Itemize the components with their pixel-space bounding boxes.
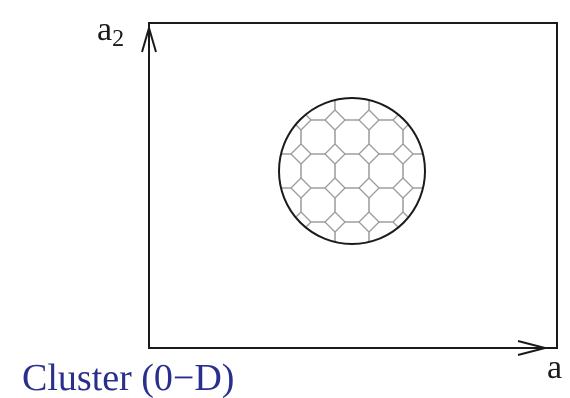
tiling-octagon bbox=[267, 290, 301, 324]
tiling-octagon bbox=[334, 119, 370, 155]
tiling-octagon bbox=[233, 188, 267, 222]
tiling-octagon bbox=[437, 188, 471, 222]
tiling-octagon bbox=[403, 290, 437, 324]
tiling-octagon bbox=[233, 290, 267, 324]
tiling-octagon bbox=[437, 222, 471, 256]
tiling-octagon bbox=[369, 256, 403, 290]
x-axis-arrow bbox=[149, 340, 549, 356]
tiling-octagon bbox=[233, 52, 267, 86]
tiling-octagon bbox=[300, 187, 336, 223]
tiling-octagon bbox=[267, 256, 301, 290]
tiling-octagon bbox=[334, 187, 370, 223]
axis-y-label-subscript: 2 bbox=[112, 26, 124, 52]
tiling-octagon bbox=[368, 221, 404, 244]
tiling-octagon bbox=[279, 221, 302, 244]
tiling-octagon bbox=[199, 154, 233, 188]
tiling-octagon bbox=[471, 188, 505, 222]
tiling-octagon bbox=[471, 222, 505, 256]
tiling-octagon bbox=[368, 153, 404, 189]
tiling-octagon bbox=[471, 120, 505, 154]
tiling-octagon bbox=[279, 153, 302, 189]
tiling-octagon bbox=[301, 52, 335, 86]
tiling-octagon bbox=[334, 153, 370, 189]
tiling-octagon bbox=[471, 86, 505, 120]
tiling-octagon bbox=[199, 52, 233, 86]
tiling-octagon bbox=[199, 86, 233, 120]
tiling-octagon bbox=[233, 256, 267, 290]
tiling-octagon bbox=[403, 52, 437, 86]
tiling-octagon bbox=[368, 119, 404, 155]
tiling-octagon bbox=[402, 153, 425, 189]
tiling-octagon bbox=[402, 187, 425, 223]
axis-x-label: a bbox=[547, 349, 562, 386]
tiling-octagon bbox=[368, 187, 404, 223]
tiling-octagon bbox=[199, 256, 233, 290]
tiling-octagon bbox=[233, 154, 267, 188]
y-axis-arrow bbox=[141, 24, 157, 348]
tiling-octagon bbox=[335, 52, 369, 86]
tiling-octagon bbox=[471, 52, 505, 86]
tiling-octagon bbox=[369, 52, 403, 86]
tiling-octagon bbox=[437, 154, 471, 188]
tiling-octagon bbox=[437, 256, 471, 290]
tiling-octagon bbox=[301, 256, 335, 290]
tiling-octagon bbox=[471, 154, 505, 188]
tiling-octagon bbox=[301, 290, 335, 324]
tiling-octagon bbox=[335, 290, 369, 324]
tiling-octagon bbox=[369, 290, 403, 324]
tiling-octagon bbox=[233, 222, 267, 256]
tiling-octagon bbox=[334, 221, 370, 244]
tiling-octagon bbox=[199, 120, 233, 154]
caption: Cluster (0−D) bbox=[22, 357, 234, 398]
tiling-octagon bbox=[403, 256, 437, 290]
tiling-octagon bbox=[233, 86, 267, 120]
tiling-octagon bbox=[300, 119, 336, 155]
tiling-octagon bbox=[437, 120, 471, 154]
tiling-octagon bbox=[437, 52, 471, 86]
tiling-octagon bbox=[471, 290, 505, 324]
tiling-octagon bbox=[471, 256, 505, 290]
tiling-octagon bbox=[335, 256, 369, 290]
tiling-octagon bbox=[267, 52, 301, 86]
tiling-octagon bbox=[279, 98, 302, 121]
tiling-octagon bbox=[300, 153, 336, 189]
tiling-octagon bbox=[334, 98, 370, 121]
tiling-octagon bbox=[437, 86, 471, 120]
tiling-octagon bbox=[199, 290, 233, 324]
tiling-octagon bbox=[199, 188, 233, 222]
tiling-octagon bbox=[437, 290, 471, 324]
cluster-tiling bbox=[199, 52, 505, 324]
tiling-octagon bbox=[233, 120, 267, 154]
tiling-octagon bbox=[402, 119, 425, 155]
tiling-octagon bbox=[402, 221, 425, 244]
tiling-octagon bbox=[402, 98, 425, 121]
tiling-octagon bbox=[199, 222, 233, 256]
axis-y-label: a2 bbox=[97, 11, 124, 52]
cluster-disc bbox=[278, 97, 426, 245]
frame-box bbox=[148, 22, 558, 349]
